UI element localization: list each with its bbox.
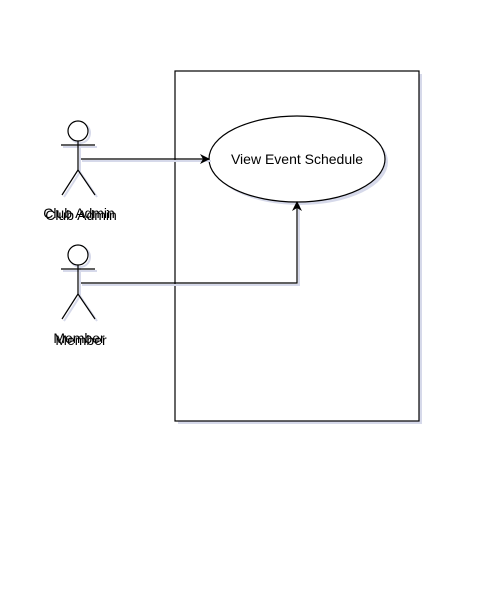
- association-club-admin[interactable]: [80, 154, 211, 164]
- actor-label: Club Admin: [45, 207, 117, 223]
- actor-member[interactable]: Member Member: [53, 244, 107, 348]
- actor-club-admin[interactable]: Club Admin Club Admin: [43, 120, 117, 223]
- stick-figure-icon: [61, 120, 96, 196]
- association-member[interactable]: [80, 201, 302, 286]
- actor-label: Club Admin: [43, 205, 115, 221]
- use-case-label: View Event Schedule: [231, 151, 363, 167]
- use-case-view-event-schedule[interactable]: View Event Schedule: [208, 115, 388, 205]
- actor-label: Member: [55, 332, 107, 348]
- stick-figure-icon: [61, 244, 96, 320]
- actor-label: Member: [53, 330, 105, 346]
